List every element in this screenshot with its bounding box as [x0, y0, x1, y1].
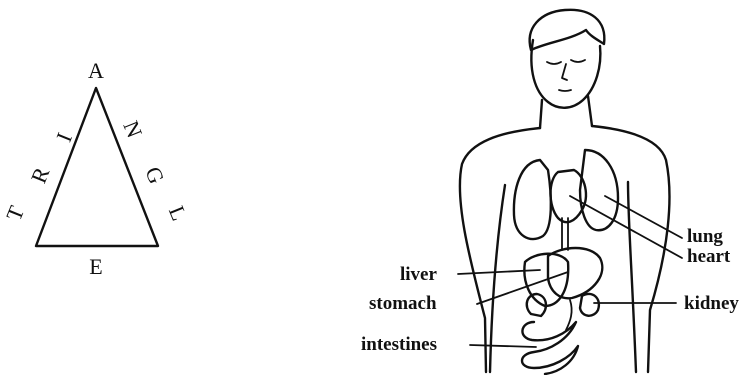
- organ-labels: lung heart liver stomach kidney intestin…: [361, 226, 739, 355]
- label-heart: heart: [687, 246, 731, 267]
- right-eye: [571, 60, 585, 62]
- hair: [530, 10, 605, 50]
- label-kidney: kidney: [684, 293, 739, 314]
- left-eye: [547, 62, 561, 64]
- head-outline: [531, 40, 600, 108]
- intestine-duct: [566, 300, 572, 330]
- organs: [514, 150, 618, 374]
- nose: [562, 64, 567, 80]
- label-lung: lung: [687, 226, 723, 247]
- left-armpit: [490, 185, 505, 372]
- stomach-leader: [477, 272, 568, 304]
- triangle-letter-l: L: [164, 202, 192, 224]
- mouth: [559, 90, 571, 91]
- triangle-letter-r: R: [26, 163, 55, 186]
- label-liver: liver: [400, 264, 437, 285]
- triangle-letter-n: N: [118, 117, 147, 141]
- neck-right: [588, 96, 592, 126]
- triangle-letter-t: T: [1, 202, 29, 224]
- liver-leader: [458, 270, 540, 274]
- triangle-letter-g: G: [140, 163, 169, 187]
- left-lung: [514, 160, 551, 239]
- right-kidney: [580, 294, 599, 316]
- triangle-shape: [36, 88, 158, 246]
- label-stomach: stomach: [369, 293, 437, 314]
- intestines-organ: [522, 322, 578, 374]
- neck-left: [540, 100, 542, 128]
- intestines-leader: [470, 345, 536, 347]
- triangle-figure: A T R I N G L E: [1, 58, 192, 279]
- triangle-letter-i: I: [51, 129, 77, 145]
- triangle-letter-a: A: [88, 58, 104, 83]
- human-figure: [460, 10, 670, 372]
- label-intestines: intestines: [361, 334, 437, 355]
- triangle-letter-e: E: [89, 254, 102, 279]
